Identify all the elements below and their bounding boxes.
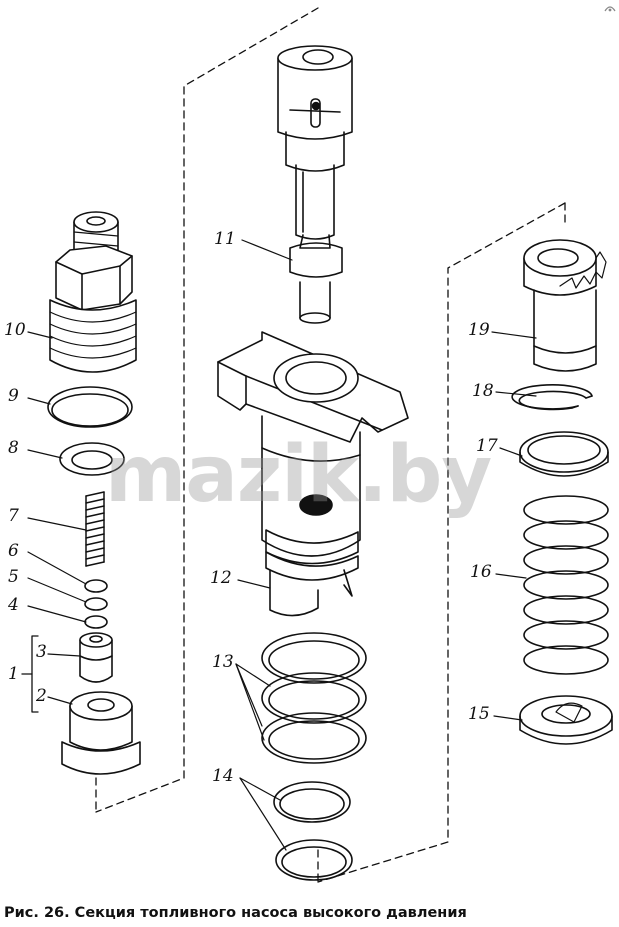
part-6-ring xyxy=(84,579,108,593)
part-11-plunger xyxy=(277,45,353,324)
callout-12: 12 xyxy=(210,568,232,588)
callout-19: 19 xyxy=(468,320,490,340)
callout-5: 5 xyxy=(8,567,19,587)
callout-13: 13 xyxy=(212,652,234,672)
callout-18: 18 xyxy=(472,381,494,401)
callout-7: 7 xyxy=(8,506,19,526)
part-7-spring xyxy=(85,491,105,567)
part-10-union-fitting xyxy=(49,211,137,373)
callout-8: 8 xyxy=(8,438,19,458)
callout-10: 10 xyxy=(4,320,26,340)
callout-17: 17 xyxy=(476,436,498,456)
part-12-barrel-sleeve xyxy=(217,331,409,617)
bracket-1 xyxy=(21,635,39,713)
part-17-spring-plate xyxy=(519,431,609,477)
callout-16: 16 xyxy=(470,562,492,582)
exploded-diagram: 10 9 8 7 6 5 4 3 1 2 11 12 13 14 19 18 1… xyxy=(4,7,613,883)
leader-lines xyxy=(27,239,537,851)
callout-15: 15 xyxy=(468,704,490,724)
part-8-washer xyxy=(59,442,125,476)
callout-1: 1 xyxy=(8,664,19,684)
callout-4: 4 xyxy=(8,595,19,615)
part-2-valve-seat xyxy=(61,691,141,775)
figure-caption: Рис. 26. Секция топливного насоса высоко… xyxy=(4,905,467,921)
callout-9: 9 xyxy=(8,386,19,406)
part-9-washer xyxy=(47,386,133,428)
corner-mark-icon xyxy=(604,6,616,12)
callout-11: 11 xyxy=(214,229,236,249)
callout-14: 14 xyxy=(212,766,234,786)
part-15-spring-seat xyxy=(519,695,613,745)
part-19-gear-sleeve xyxy=(523,239,607,372)
callout-2: 2 xyxy=(36,686,47,706)
callout-6: 6 xyxy=(8,541,19,561)
callout-3: 3 xyxy=(36,642,47,662)
part-4-ring xyxy=(84,615,108,629)
assembly-frame-left xyxy=(95,7,319,813)
part-16-spring xyxy=(523,495,609,675)
part-13-o-rings xyxy=(261,632,367,764)
part-14-o-rings xyxy=(273,781,353,881)
part-3-valve xyxy=(79,632,113,683)
part-5-ring xyxy=(84,597,108,611)
part-18-snap-ring xyxy=(511,384,593,411)
